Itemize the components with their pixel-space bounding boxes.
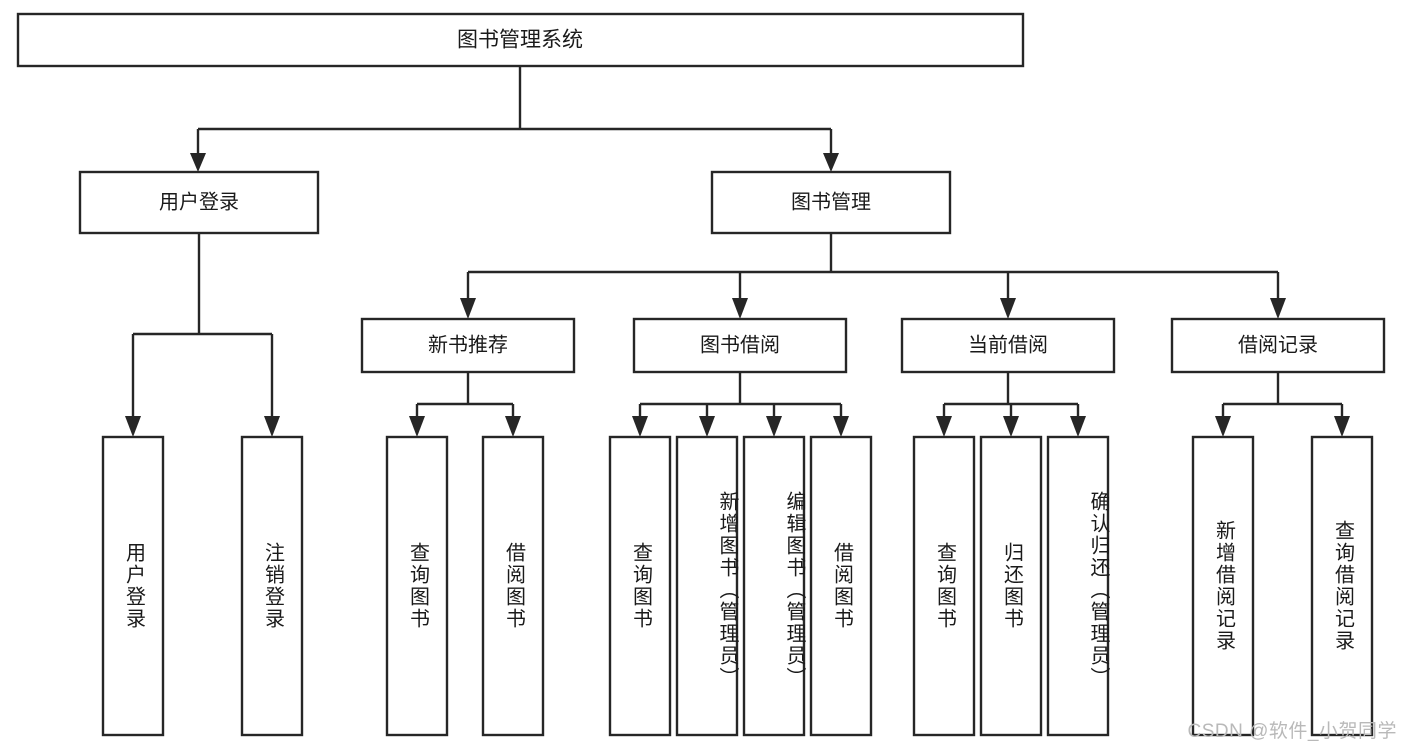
arrow-cb-to-leaf-1 bbox=[936, 416, 952, 437]
arrow-user-login-to-leaf-1 bbox=[125, 416, 141, 437]
arrow-cb-to-leaf-2 bbox=[1003, 416, 1019, 437]
node-book-borrow-label: 图书借阅 bbox=[700, 333, 780, 356]
arrow-bb-to-leaf-4 bbox=[833, 416, 849, 437]
arrow-bb-to-leaf-1 bbox=[632, 416, 648, 437]
leaf-confirm-return-box[interactable] bbox=[1046, 435, 1110, 737]
leaf-edit-book-box[interactable] bbox=[742, 435, 806, 737]
leaf-user-login-box[interactable] bbox=[101, 435, 165, 737]
node-borrow-record-box[interactable] bbox=[1170, 317, 1386, 374]
arrow-bm-to-current-borrow bbox=[1000, 298, 1016, 319]
node-borrow-record-label: 借阅记录 bbox=[1238, 333, 1318, 356]
node-new-book-recommend-box[interactable] bbox=[360, 317, 576, 374]
node-user-login-label: 用户登录 bbox=[159, 190, 239, 213]
leaf-borrow-book-1-box[interactable] bbox=[481, 435, 545, 737]
node-current-borrow-label: 当前借阅 bbox=[968, 333, 1048, 356]
arrow-bm-to-book-borrow bbox=[732, 298, 748, 319]
node-root-box[interactable] bbox=[16, 12, 1025, 68]
arrow-bb-to-leaf-3 bbox=[766, 416, 782, 437]
arrow-cb-to-leaf-3 bbox=[1070, 416, 1086, 437]
leaf-query-book-2-box[interactable] bbox=[608, 435, 672, 737]
node-book-manage-label: 图书管理 bbox=[791, 190, 871, 213]
arrow-nbr-to-leaf-2 bbox=[505, 416, 521, 437]
arrow-root-to-user-login bbox=[190, 153, 206, 172]
leaf-add-book-box[interactable] bbox=[675, 435, 739, 737]
leaf-user-logout-box[interactable] bbox=[240, 435, 304, 737]
leaf-add-record-box[interactable] bbox=[1191, 435, 1255, 737]
csdn-watermark: CSDN @软件_小贺同学 bbox=[1187, 721, 1397, 742]
leaf-query-book-3-box[interactable] bbox=[912, 435, 976, 737]
node-book-borrow-box[interactable] bbox=[632, 317, 848, 374]
arrow-br-to-leaf-2 bbox=[1334, 416, 1350, 437]
arrow-bm-to-new-book bbox=[460, 298, 476, 319]
leaf-borrow-book-2-box[interactable] bbox=[809, 435, 873, 737]
arrow-nbr-to-leaf-1 bbox=[409, 416, 425, 437]
arrow-bm-to-borrow-record bbox=[1270, 298, 1286, 319]
node-new-book-recommend-label: 新书推荐 bbox=[428, 333, 508, 356]
arrow-br-to-leaf-1 bbox=[1215, 416, 1231, 437]
leaf-query-record-box[interactable] bbox=[1310, 435, 1374, 737]
node-current-borrow-box[interactable] bbox=[900, 317, 1116, 374]
node-book-manage-box[interactable] bbox=[710, 170, 952, 235]
node-root-label: 图书管理系统 bbox=[457, 29, 583, 52]
arrow-root-to-book-manage bbox=[823, 153, 839, 172]
leaf-query-book-1-box[interactable] bbox=[385, 435, 449, 737]
arrow-bb-to-leaf-2 bbox=[699, 416, 715, 437]
arrow-user-login-to-leaf-2 bbox=[264, 416, 280, 437]
leaf-return-book-box[interactable] bbox=[979, 435, 1043, 737]
